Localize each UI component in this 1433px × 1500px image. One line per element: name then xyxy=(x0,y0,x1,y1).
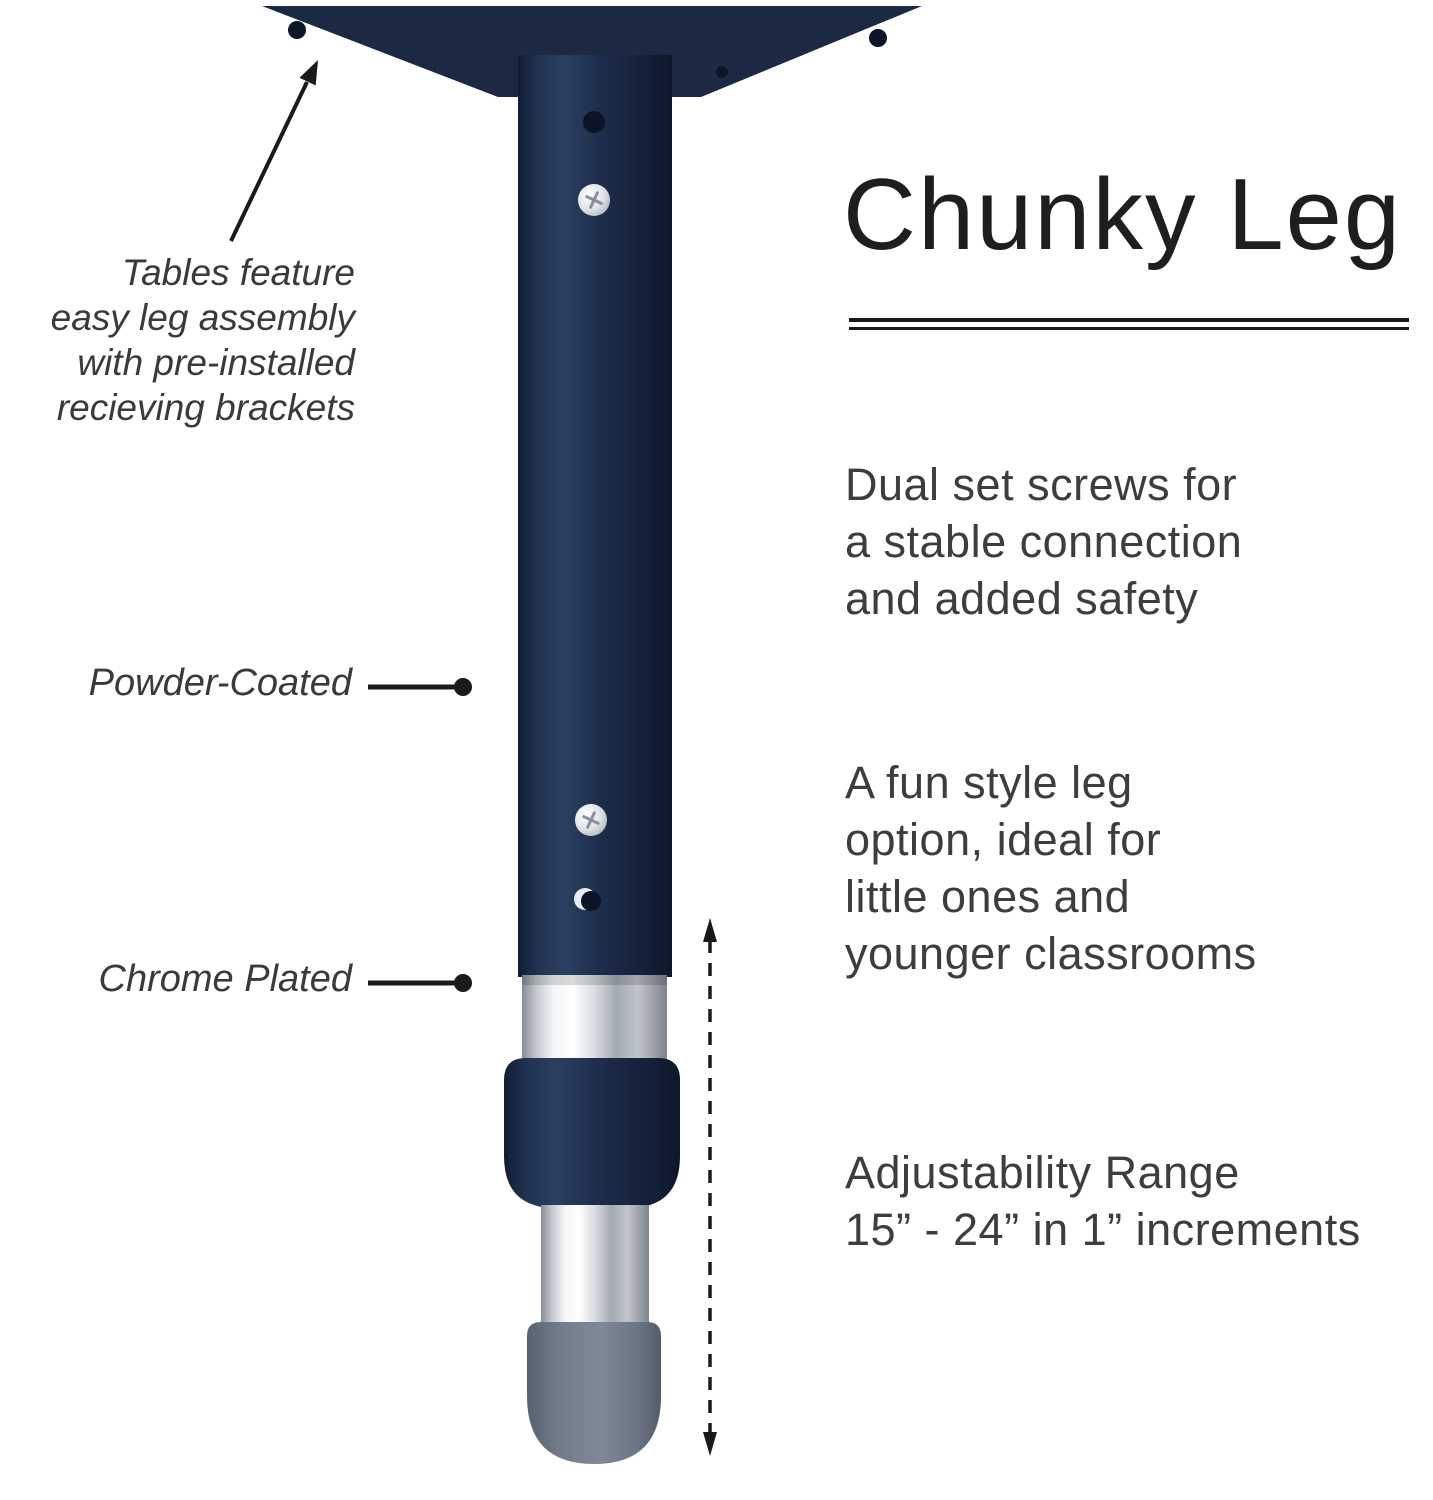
plate-screw-hole xyxy=(288,21,306,39)
feature-adjustability-range: Adjustability Range 15” - 24” in 1” incr… xyxy=(845,1147,1361,1255)
plate-screw-hole xyxy=(869,29,887,47)
chrome-upper-shadow xyxy=(522,975,667,985)
assembly-note-text: Tables feature easy leg assembly with pr… xyxy=(50,252,355,428)
chrome-plated-label: Chrome Plated xyxy=(98,958,352,1000)
rubber-foot-cap xyxy=(527,1322,661,1464)
feature-fun-style: A fun style leg option, ideal for little… xyxy=(845,757,1257,979)
title-double-underline xyxy=(849,318,1409,330)
table-leg-illustration xyxy=(262,6,922,1464)
powder-coated-label: Powder-Coated xyxy=(88,662,352,704)
product-title: Chunky Leg xyxy=(843,159,1403,271)
mounting-plate xyxy=(262,6,922,97)
chrome-lower-tube xyxy=(541,1205,649,1330)
powder-coated-pointer xyxy=(368,678,472,696)
adjustability-range-arrow xyxy=(703,918,717,1456)
set-screw-upper xyxy=(578,184,610,216)
set-screw-hole-top xyxy=(583,111,605,133)
chrome-upper-segment xyxy=(522,975,667,1062)
assembly-note-arrow xyxy=(229,60,318,242)
chrome-plated-pointer xyxy=(368,974,472,992)
plate-screw-hole xyxy=(716,66,728,78)
adjustment-pin-hole xyxy=(574,888,601,911)
set-screw-lower xyxy=(575,804,607,836)
feature-dual-set-screws: Dual set screws for a stable connection … xyxy=(845,459,1243,624)
navy-collar-bumper xyxy=(504,1058,680,1208)
